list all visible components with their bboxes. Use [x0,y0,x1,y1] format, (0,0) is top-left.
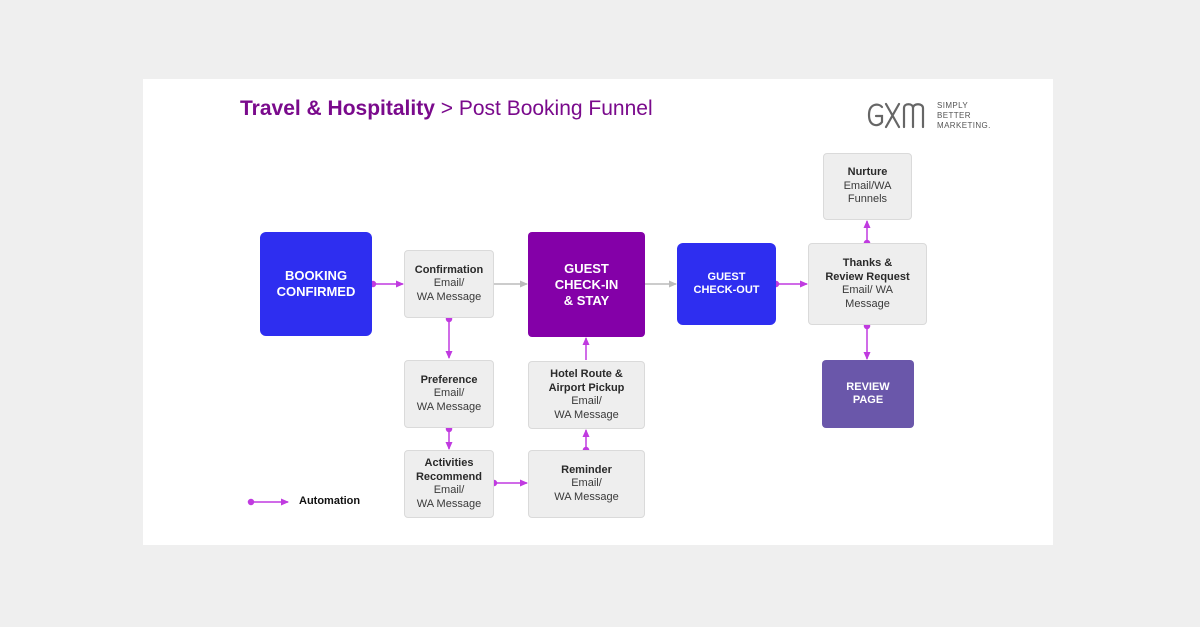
node-reminder-body: Email/ WA Message [554,477,619,503]
node-nurture-body: Email/WA Funnels [843,179,892,206]
node-preference-head: Preference [420,373,478,386]
node-hotel-head: Hotel Route & Airport Pickup [548,368,625,394]
node-nurture-head: Nurture [847,166,888,179]
node-guest-checkin: GUEST CHECK-IN & STAY [528,232,645,337]
node-checkout-label: GUEST CHECK-OUT [693,271,760,296]
company-logo: SIMPLY BETTER MARKETING. [866,100,996,132]
node-nurture: Nurture Email/WA Funnels [823,153,912,220]
logo-mark-icon [867,102,925,129]
node-confirmation: Confirmation Email/ WA Message [404,250,494,318]
node-hotel-body: Email/ WA Message [554,395,619,421]
title-rest: > Post Booking Funnel [434,97,653,120]
node-confirmation-head: Confirmation [414,263,484,276]
node-hotel-route: Hotel Route & Airport Pickup Email/ WA M… [528,361,645,429]
node-review-page: REVIEW PAGE [822,360,914,428]
logo-tagline: SIMPLY BETTER MARKETING. [937,101,991,130]
node-review-label: REVIEW PAGE [846,381,890,406]
node-checkin-label: GUEST CHECK-IN & STAY [554,260,619,308]
page-title: Travel & Hospitality > Post Booking Funn… [240,97,653,121]
node-thanks-review: Thanks & Review Request Email/ WA Messag… [808,243,927,325]
node-activities-body: Email/ WA Message [416,484,482,510]
node-booking-label: BOOKING CONFIRMED [276,268,356,299]
node-thanks-body: Email/ WA Message [842,284,893,310]
node-thanks-head: Thanks & Review Request [825,257,910,283]
node-activities: Activities Recommend Email/ WA Message [404,450,494,518]
node-reminder-head: Reminder [561,463,612,476]
node-preference: Preference Email/ WA Message [404,360,494,428]
legend-label: Automation [299,495,361,507]
node-preference-body: Email/ WA Message [416,387,482,413]
node-booking-confirmed: BOOKING CONFIRMED [260,232,372,336]
node-reminder: Reminder Email/ WA Message [528,450,645,518]
title-bold: Travel & Hospitality [240,97,435,120]
node-confirmation-body: Email/ WA Message [416,277,482,303]
node-guest-checkout: GUEST CHECK-OUT [677,243,776,325]
node-activities-head: Activities Recommend [415,457,483,483]
